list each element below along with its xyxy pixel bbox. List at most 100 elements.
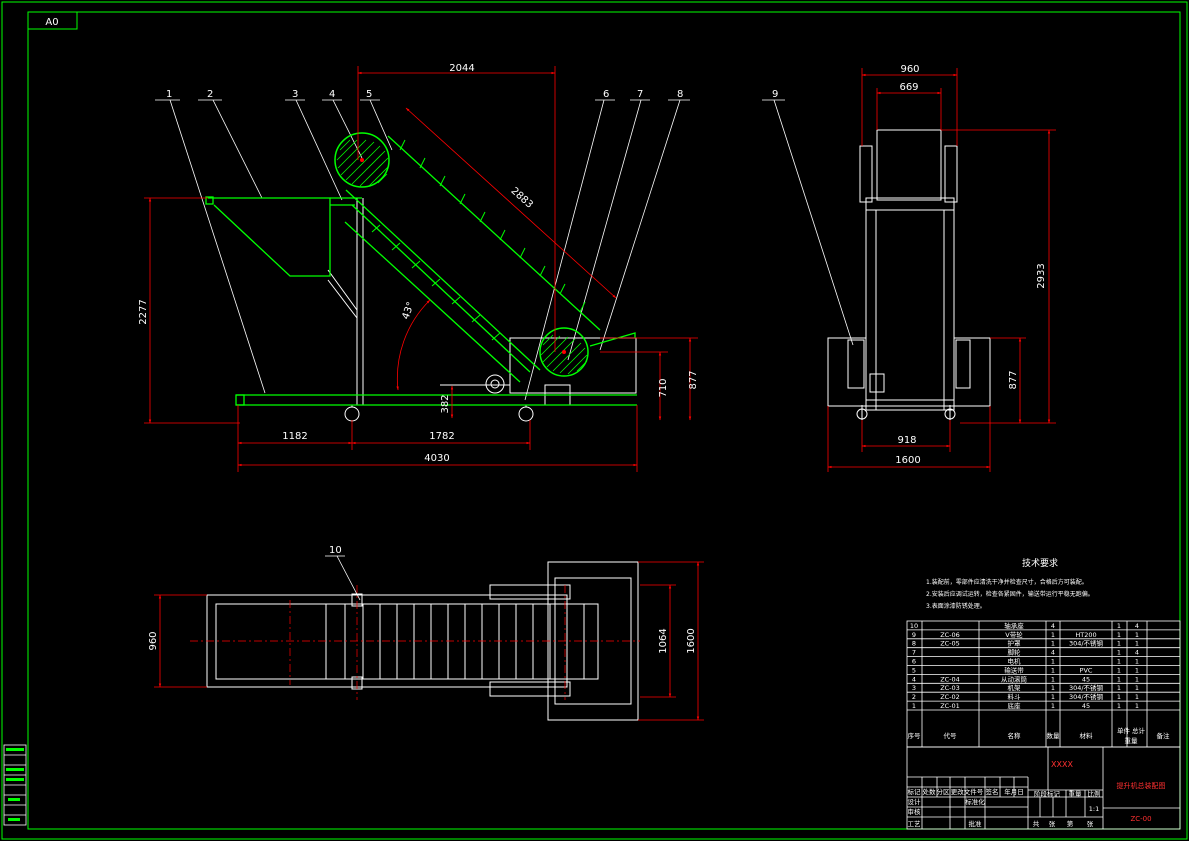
bom-cell-b: 1 (1135, 631, 1139, 639)
end-dim-w-1600: 1600 (895, 455, 920, 466)
rev-label: 处数 (923, 787, 937, 796)
bom-header-code: 代号 (944, 731, 958, 740)
leader-label-1: 1 (166, 89, 172, 100)
bom-cell-a: 1 (1117, 649, 1121, 657)
bom-cell-no: 7 (912, 649, 916, 657)
sheet-label: 张 (1049, 819, 1056, 828)
end-dim-w-top: 960 (900, 64, 919, 75)
bom-cell-mat: PVC (1080, 666, 1093, 674)
bom-cell-name: 输送带 (1004, 665, 1024, 674)
notes-title: 技术要求 (1022, 557, 1058, 569)
bom-cell-b: 1 (1135, 684, 1139, 692)
bom-cell-code: ZC-04 (940, 675, 960, 683)
leader-label-9: 9 (772, 89, 778, 100)
margin-mark (8, 798, 20, 801)
stage-label: 重量 (1069, 790, 1083, 798)
bom-cell-qty: 1 (1051, 684, 1055, 692)
end-view: 9 (762, 64, 1056, 472)
dim-total: 4030 (424, 453, 449, 464)
margin-mark (8, 818, 20, 821)
bom-grid (906, 620, 1181, 748)
bom-cell-name: V带轮 (1005, 630, 1023, 639)
bom-header-no: 序号 (908, 731, 922, 740)
left-margin-table (3, 744, 27, 826)
bom-cell-b: 1 (1135, 675, 1139, 683)
bom-cell-qty: 1 (1051, 693, 1055, 701)
end-dim-w-inner: 669 (899, 82, 918, 93)
side-dim-lines (144, 66, 698, 472)
rev-label: 分区 (937, 787, 951, 796)
stage-label: 比例 (1088, 789, 1101, 798)
leader-label-6: 6 (603, 89, 609, 100)
bom-cell-qty: 1 (1051, 631, 1055, 639)
size-tag-box (27, 11, 78, 30)
head-roller (334, 132, 390, 188)
bom-cell-a: 1 (1117, 675, 1121, 683)
company-name: XXXX (1051, 760, 1073, 769)
bom-cell-qty: 4 (1051, 649, 1055, 657)
leader-label-7: 7 (637, 89, 643, 100)
bom-header-name: 名称 (1008, 731, 1022, 740)
bom-header-mat: 材料 (1080, 731, 1094, 740)
bom-cell-code: ZC-05 (940, 640, 960, 648)
dim-incline: 2883 (509, 186, 535, 211)
margin-mark (6, 778, 24, 781)
bom-cell-b: 1 (1135, 693, 1139, 701)
bom-cell-b: 1 (1135, 640, 1139, 648)
dim-angle: 43° (400, 301, 416, 321)
bom-cell-a: 1 (1117, 631, 1121, 639)
plan-dim-w-left: 960 (148, 631, 159, 650)
bom-cell-name: 从动滚筒 (1001, 674, 1028, 683)
bom-cell-name: 电机 (1008, 657, 1022, 666)
role-label: 批准 (969, 819, 983, 828)
bom-cell-b: 1 (1135, 658, 1139, 666)
bom-cell-qty: 1 (1051, 658, 1055, 666)
role-label: 工艺 (908, 820, 922, 828)
bom-cell-name: 底座 (1008, 701, 1022, 710)
bom-cell-code: ZC-02 (940, 693, 960, 701)
bom-header-weight2: 重量 (1125, 737, 1139, 745)
bom-cell-a: 1 (1117, 666, 1121, 674)
role-label: 审核 (908, 807, 922, 816)
bom-cell-a: 1 (1117, 702, 1121, 710)
dim-b-mid: 1782 (429, 431, 454, 442)
bom-cell-qty: 1 (1051, 675, 1055, 683)
rev-label: 年月日 (1004, 787, 1024, 796)
bom-cell-a: 1 (1117, 640, 1121, 648)
note-line-1: 1.装配前，零部件应清洗干净并检查尺寸，合格后方可装配。 (926, 578, 1088, 586)
bom-cell-no: 8 (912, 640, 916, 648)
bom-cell-b: 4 (1135, 649, 1139, 657)
sheet-label: 共 (1033, 819, 1040, 828)
bom-cell-no: 9 (912, 631, 916, 639)
bom-cell-a: 1 (1117, 622, 1121, 630)
bom-cell-name: 脚轮 (1008, 648, 1022, 657)
side-frame (236, 198, 637, 406)
dim-height: 2277 (138, 299, 149, 324)
bom-cell-name: 料斗 (1008, 692, 1022, 701)
bom-cell-mat: 304/不锈钢 (1069, 639, 1104, 648)
bom-cell-no: 5 (912, 666, 916, 674)
leader-label-3: 3 (292, 89, 298, 100)
plan-leader (325, 555, 361, 601)
bom-cell-qty: 1 (1051, 702, 1055, 710)
bom-cell-no: 2 (912, 693, 916, 701)
note-line-2: 2.安装后应调试运转，检查各紧固件，输送带运行平稳无跑偏。 (926, 590, 1094, 598)
rev-label: 签名 (986, 787, 999, 796)
side-leaders (155, 99, 690, 401)
bom-cell-no: 1 (912, 702, 916, 710)
bom-cell-mat: HT200 (1075, 631, 1096, 639)
role-label: 设计 (908, 797, 922, 806)
rev-label: 更改文件号 (951, 787, 984, 796)
bom-cell-name: 护罩 (1008, 639, 1022, 648)
plan-dim-w-1600: 1600 (686, 628, 697, 653)
bom-cell-no: 4 (912, 675, 916, 683)
note-line-3: 3.表面涂漆防锈处理。 (926, 602, 986, 610)
bom-cell-qty: 4 (1051, 622, 1055, 630)
bom-cell-a: 1 (1117, 684, 1121, 692)
bom-cell-name: 轴承座 (1004, 621, 1024, 630)
bom-cell-no: 10 (910, 622, 918, 630)
revision-labels: 标记 处数 分区 更改文件号 签名 年月日 设计 审核 工艺 标准化 批准 阶段… (908, 787, 1101, 828)
size-tag: A0 (45, 17, 58, 28)
